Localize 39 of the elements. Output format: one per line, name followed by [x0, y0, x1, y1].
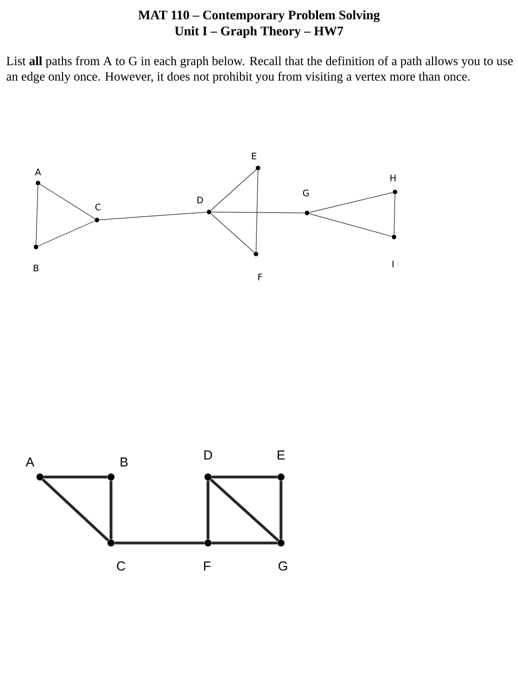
vertex-label: C [95, 204, 101, 210]
edge [210, 213, 254, 253]
edge [114, 542, 204, 544]
vertex-label: F [204, 562, 210, 570]
edge [206, 480, 210, 540]
edge [44, 476, 108, 478]
edge [309, 192, 393, 213]
vertex-label: I [392, 260, 394, 268]
vertex-label: G [278, 561, 288, 571]
edge [210, 478, 280, 542]
edge [212, 542, 278, 544]
edge [38, 220, 96, 246]
vertex-label: C [116, 561, 126, 571]
subtitle: Unit I – Graph Theory – HW7 [174, 26, 344, 38]
vertex-label: A [26, 458, 34, 466]
edge [210, 169, 256, 211]
edge [36, 185, 38, 245]
vertex-label: F [258, 274, 262, 280]
vertex-label: H [390, 174, 396, 182]
edge [280, 480, 282, 540]
vertex-label: D [197, 196, 203, 204]
edge [256, 170, 258, 252]
edge [110, 480, 112, 540]
vertex-label: E [252, 152, 256, 160]
vertex-label: B [34, 264, 38, 272]
edge [212, 476, 278, 478]
vertex-label: G [303, 190, 309, 196]
edge [99, 212, 207, 220]
edge [394, 194, 396, 235]
edge [40, 184, 96, 219]
edge [211, 212, 305, 214]
title: MAT 110 – Contemporary Problem Solving [138, 10, 380, 22]
vertex-label: E [278, 450, 285, 460]
vertex-label: A [34, 168, 41, 176]
vertex-label: B [120, 458, 128, 466]
instructions: List all paths from A to G in each graph below. Recall that the definition of a path allows you to use an edge only once. However, it does not prohibit you from visiting a vertex more than once. [6, 56, 513, 84]
edge [42, 478, 110, 542]
edge [309, 213, 392, 237]
vertex-label: D [204, 450, 212, 460]
